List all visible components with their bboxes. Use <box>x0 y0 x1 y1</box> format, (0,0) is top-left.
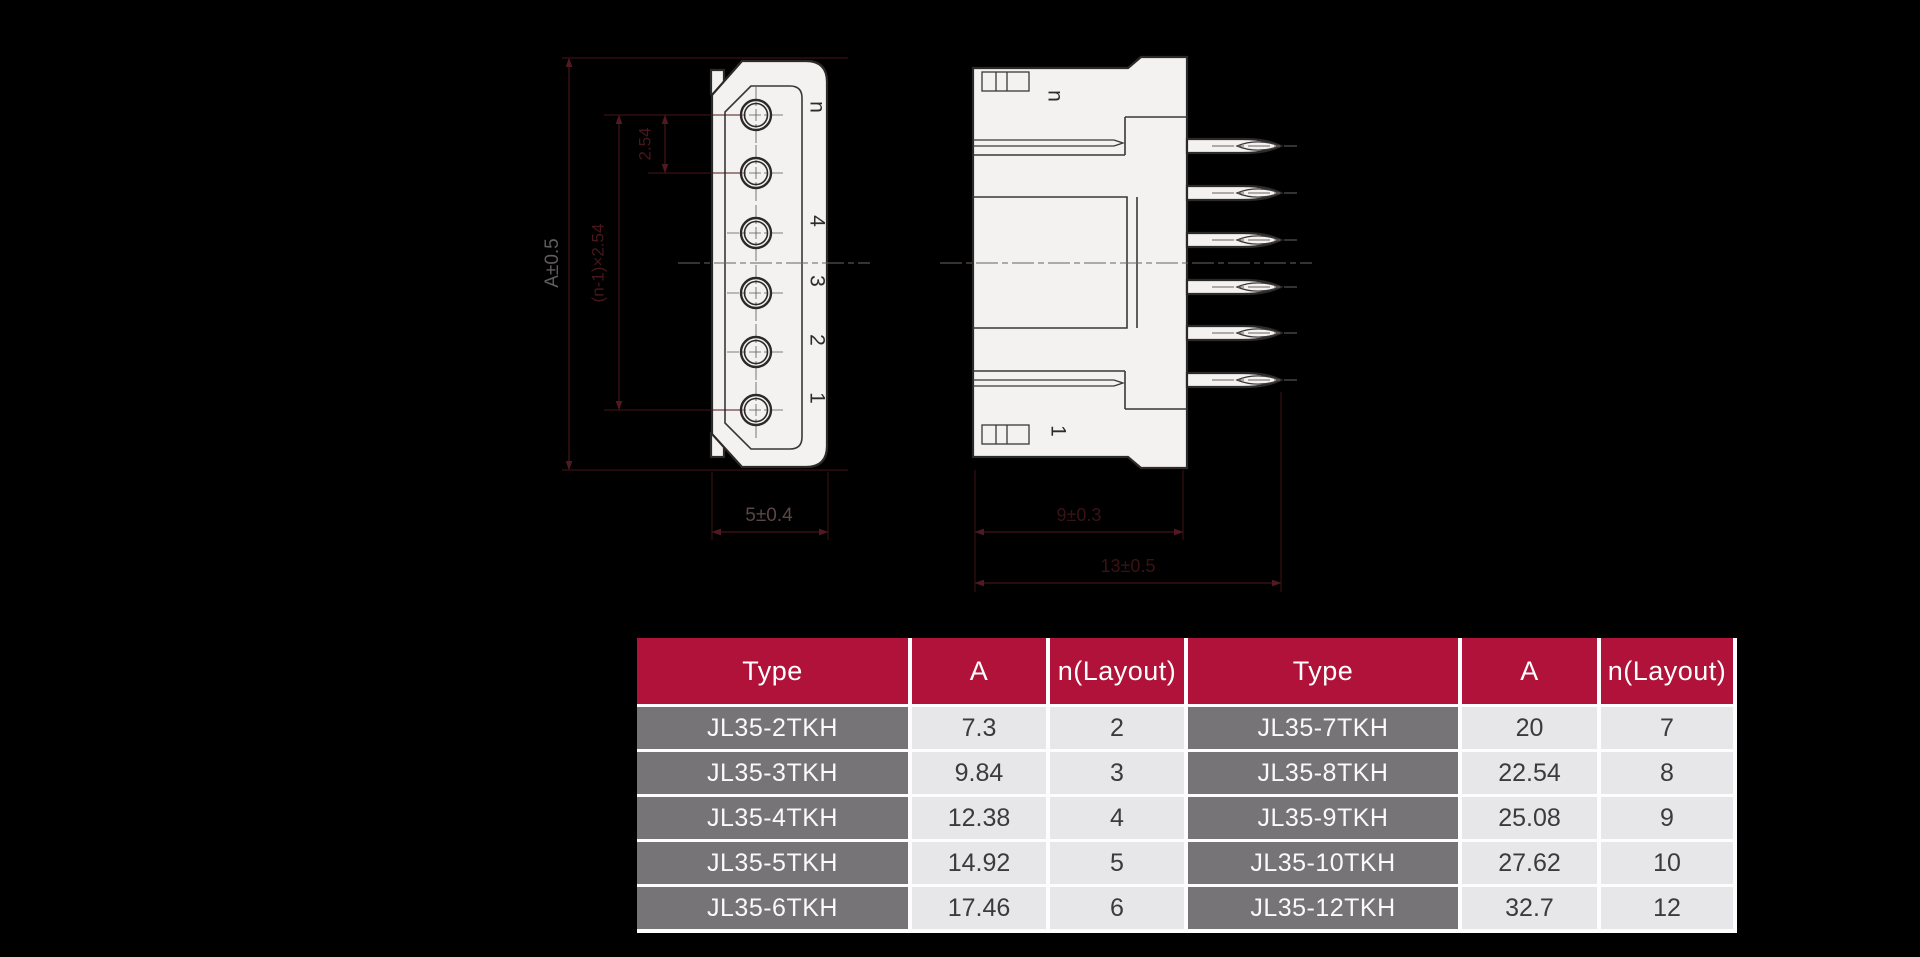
header-cell-layout-left: n(Layout) <box>1050 638 1184 704</box>
type-cell: JL35-2TKH <box>637 707 908 749</box>
side-pin-label-n: n <box>1043 90 1066 102</box>
header-cell-layout-right: n(Layout) <box>1601 638 1733 704</box>
dim-label-overall-depth: 13±0.5 <box>1101 556 1156 576</box>
value-cell: 7.3 <box>912 707 1046 749</box>
dim-overall-height: A±0.5 <box>542 57 848 471</box>
value-cell: 4 <box>1050 797 1184 839</box>
header-cell-a-left: A <box>912 638 1046 704</box>
connector-side-view: n 1 <box>940 55 1312 592</box>
type-cell: JL35-12TKH <box>1188 887 1458 929</box>
solder-pin <box>1185 184 1297 202</box>
pin-hole-3 <box>727 265 786 321</box>
dim-front-width: 5±0.4 <box>711 472 829 540</box>
pin-number-label: 1 <box>805 392 828 404</box>
solder-pin <box>1185 137 1297 155</box>
pin-holes <box>727 87 786 438</box>
side-latch-bottom <box>981 424 1030 445</box>
dim-label-overall-height: A±0.5 <box>542 238 563 288</box>
value-cell: 5 <box>1050 842 1184 884</box>
dim-label-pitch: 2.54 <box>635 127 654 160</box>
value-cell: 20 <box>1462 707 1597 749</box>
header-cell-a-right: A <box>1462 638 1597 704</box>
value-cell: 8 <box>1601 752 1733 794</box>
value-cell: 7 <box>1601 707 1733 749</box>
dim-label-pitch-total: (n-1)×2.54 <box>588 224 607 303</box>
value-cell: 3 <box>1050 752 1184 794</box>
side-latch-top <box>981 71 1030 92</box>
front-body <box>710 59 829 469</box>
pin-number-label: 4 <box>805 215 828 227</box>
header-cell-type-left: Type <box>637 638 908 704</box>
solder-pin <box>1185 231 1297 249</box>
value-cell: 9.84 <box>912 752 1046 794</box>
dim-label-front-width: 5±0.4 <box>745 505 793 526</box>
pin-number-label: 3 <box>805 275 828 287</box>
dim-pitch-total: (n-1)×2.54 <box>588 114 741 411</box>
value-cell: 17.46 <box>912 887 1046 929</box>
value-cell: 9 <box>1601 797 1733 839</box>
value-cell: 12.38 <box>912 797 1046 839</box>
value-cell: 12 <box>1601 887 1733 929</box>
pin-hole-1 <box>727 382 786 438</box>
type-cell: JL35-6TKH <box>637 887 908 929</box>
value-cell: 25.08 <box>1462 797 1597 839</box>
type-cell: JL35-4TKH <box>637 797 908 839</box>
connector-front-view: n 4 3 2 1 A±0.5 (n-1)×2.54 <box>542 57 870 540</box>
pin-number-label: n <box>805 101 828 113</box>
dim-label-body-depth: 9±0.3 <box>1057 505 1102 525</box>
solder-pin <box>1185 324 1297 342</box>
value-cell: 22.54 <box>1462 752 1597 794</box>
type-cell: JL35-10TKH <box>1188 842 1458 884</box>
pin-hole-4 <box>727 205 786 261</box>
solder-pins <box>1185 137 1297 389</box>
solder-pin <box>1185 371 1297 389</box>
dim-body-depth: 9±0.3 <box>974 470 1184 592</box>
connector-technical-drawing: n 4 3 2 1 A±0.5 (n-1)×2.54 <box>542 55 1312 592</box>
value-cell: 14.92 <box>912 842 1046 884</box>
value-cell: 2 <box>1050 707 1184 749</box>
pin-number-label: 2 <box>805 334 828 346</box>
value-cell: 10 <box>1601 842 1733 884</box>
type-cell: JL35-5TKH <box>637 842 908 884</box>
type-cell: JL35-7TKH <box>1188 707 1458 749</box>
dim-overall-depth: 13±0.5 <box>974 392 1282 592</box>
value-cell: 32.7 <box>1462 887 1597 929</box>
type-cell: JL35-8TKH <box>1188 752 1458 794</box>
side-pin-label-1: 1 <box>1046 425 1069 437</box>
solder-pin <box>1185 278 1297 296</box>
value-cell: 6 <box>1050 887 1184 929</box>
value-cell: 27.62 <box>1462 842 1597 884</box>
front-body-inner <box>724 85 803 450</box>
pin-hole-2 <box>727 324 786 380</box>
type-cell: JL35-9TKH <box>1188 797 1458 839</box>
header-cell-type-right: Type <box>1188 638 1458 704</box>
type-cell: JL35-3TKH <box>637 752 908 794</box>
spec-table: Type A n(Layout) Type A n(Layout) JL35-2… <box>637 638 1737 933</box>
dim-pitch: 2.54 <box>635 114 741 174</box>
